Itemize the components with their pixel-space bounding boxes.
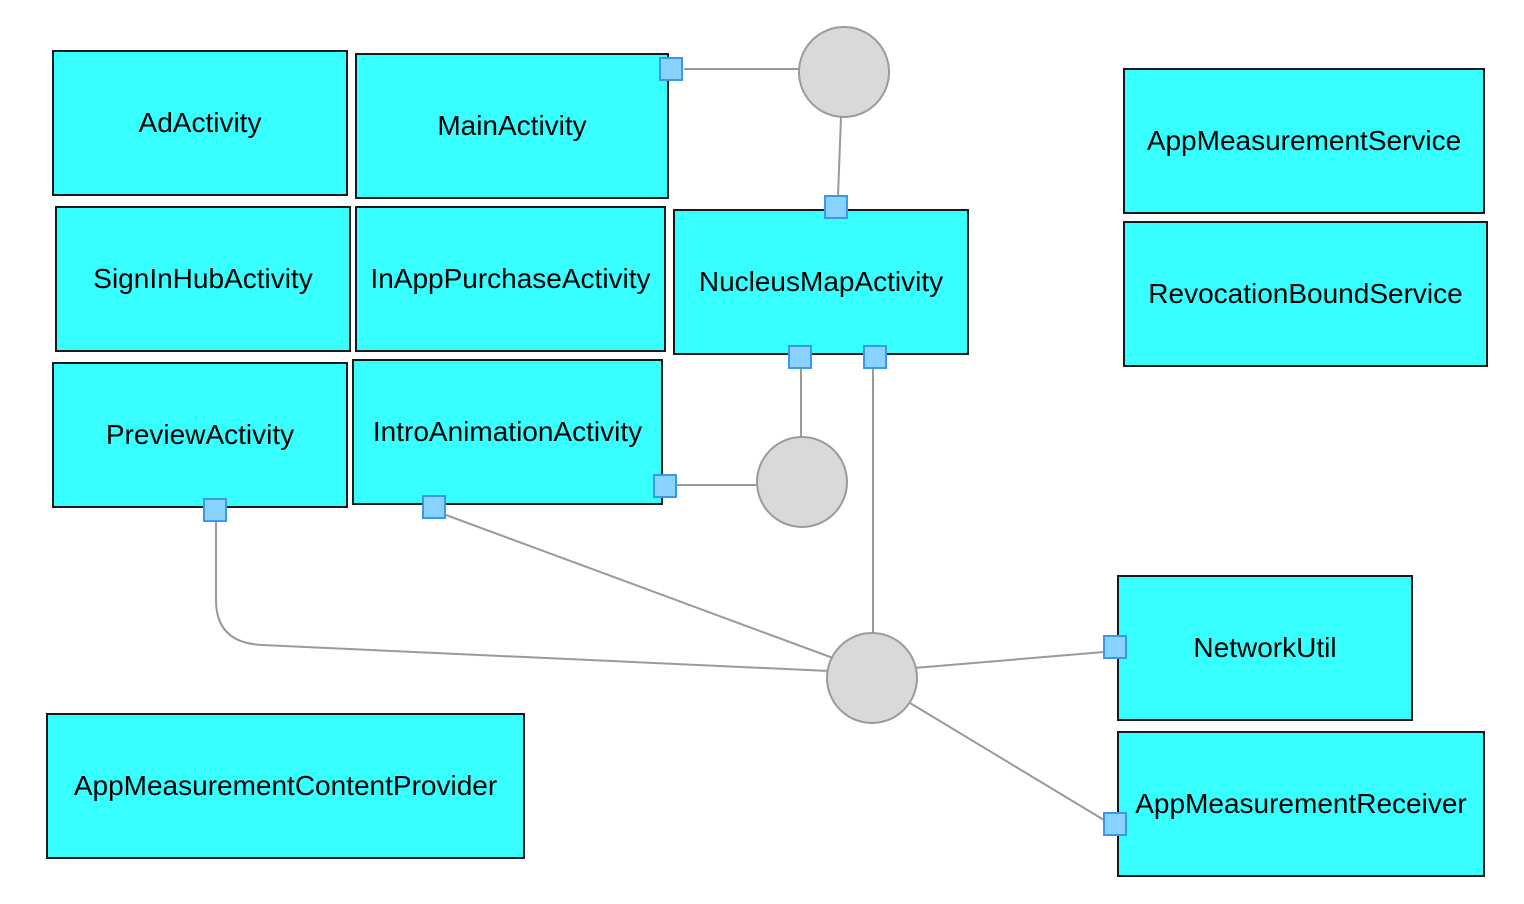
edge-hub-top-to-nucleus bbox=[837, 116, 842, 197]
edge-hub-bottom-to-receiver bbox=[909, 702, 1105, 821]
node-revocation-bound-service[interactable]: RevocationBoundService bbox=[1123, 221, 1488, 367]
node-label: InAppPurchaseActivity bbox=[370, 263, 651, 294]
port-nucleus-map-bottom-left[interactable] bbox=[788, 345, 812, 369]
node-label: AppMeasurementService bbox=[1146, 125, 1462, 156]
node-app-measurement-receiver[interactable]: AppMeasurementReceiver bbox=[1117, 731, 1485, 877]
port-nucleus-map-top[interactable] bbox=[824, 195, 848, 219]
edge-preview-to-hub-bottom bbox=[215, 522, 830, 672]
port-preview-activity[interactable] bbox=[203, 498, 227, 522]
node-intro-animation-activity[interactable]: IntroAnimationActivity bbox=[352, 359, 663, 505]
port-intro-animation-right[interactable] bbox=[653, 474, 677, 498]
hub-middle bbox=[756, 436, 848, 528]
node-in-app-purchase-activity[interactable]: InAppPurchaseActivity bbox=[355, 206, 666, 352]
node-main-activity[interactable]: MainActivity bbox=[355, 53, 669, 199]
node-label: IntroAnimationActivity bbox=[372, 416, 643, 447]
node-preview-activity[interactable]: PreviewActivity bbox=[52, 362, 348, 508]
hub-top bbox=[798, 26, 890, 118]
node-label: AdActivity bbox=[138, 107, 262, 138]
port-app-measurement-receiver[interactable] bbox=[1103, 812, 1127, 836]
node-label: AppMeasurementContentProvider bbox=[73, 770, 498, 801]
hub-bottom bbox=[826, 632, 918, 724]
node-app-measurement-service[interactable]: AppMeasurementService bbox=[1123, 68, 1485, 214]
edge-hub-bottom-to-networkutil bbox=[913, 651, 1105, 669]
node-label: PreviewActivity bbox=[105, 419, 295, 450]
node-ad-activity[interactable]: AdActivity bbox=[52, 50, 348, 196]
node-label: AppMeasurementReceiver bbox=[1135, 788, 1467, 819]
node-label: NucleusMapActivity bbox=[698, 266, 944, 297]
node-label: MainActivity bbox=[437, 110, 587, 141]
node-label: SignInHubActivity bbox=[93, 263, 313, 294]
node-network-util[interactable]: NetworkUtil bbox=[1117, 575, 1413, 721]
port-network-util[interactable] bbox=[1103, 635, 1127, 659]
port-nucleus-map-bottom-right[interactable] bbox=[863, 345, 887, 369]
node-label: NetworkUtil bbox=[1193, 632, 1337, 663]
node-label: RevocationBoundService bbox=[1148, 278, 1463, 309]
edge-intro-to-hub-bottom bbox=[445, 514, 834, 659]
node-app-measurement-content-provider[interactable]: AppMeasurementContentProvider bbox=[46, 713, 525, 859]
node-sign-in-hub-activity[interactable]: SignInHubActivity bbox=[55, 206, 351, 352]
node-nucleus-map-activity[interactable]: NucleusMapActivity bbox=[673, 209, 969, 355]
port-main-activity[interactable] bbox=[659, 57, 683, 81]
port-intro-animation-bottom[interactable] bbox=[422, 495, 446, 519]
